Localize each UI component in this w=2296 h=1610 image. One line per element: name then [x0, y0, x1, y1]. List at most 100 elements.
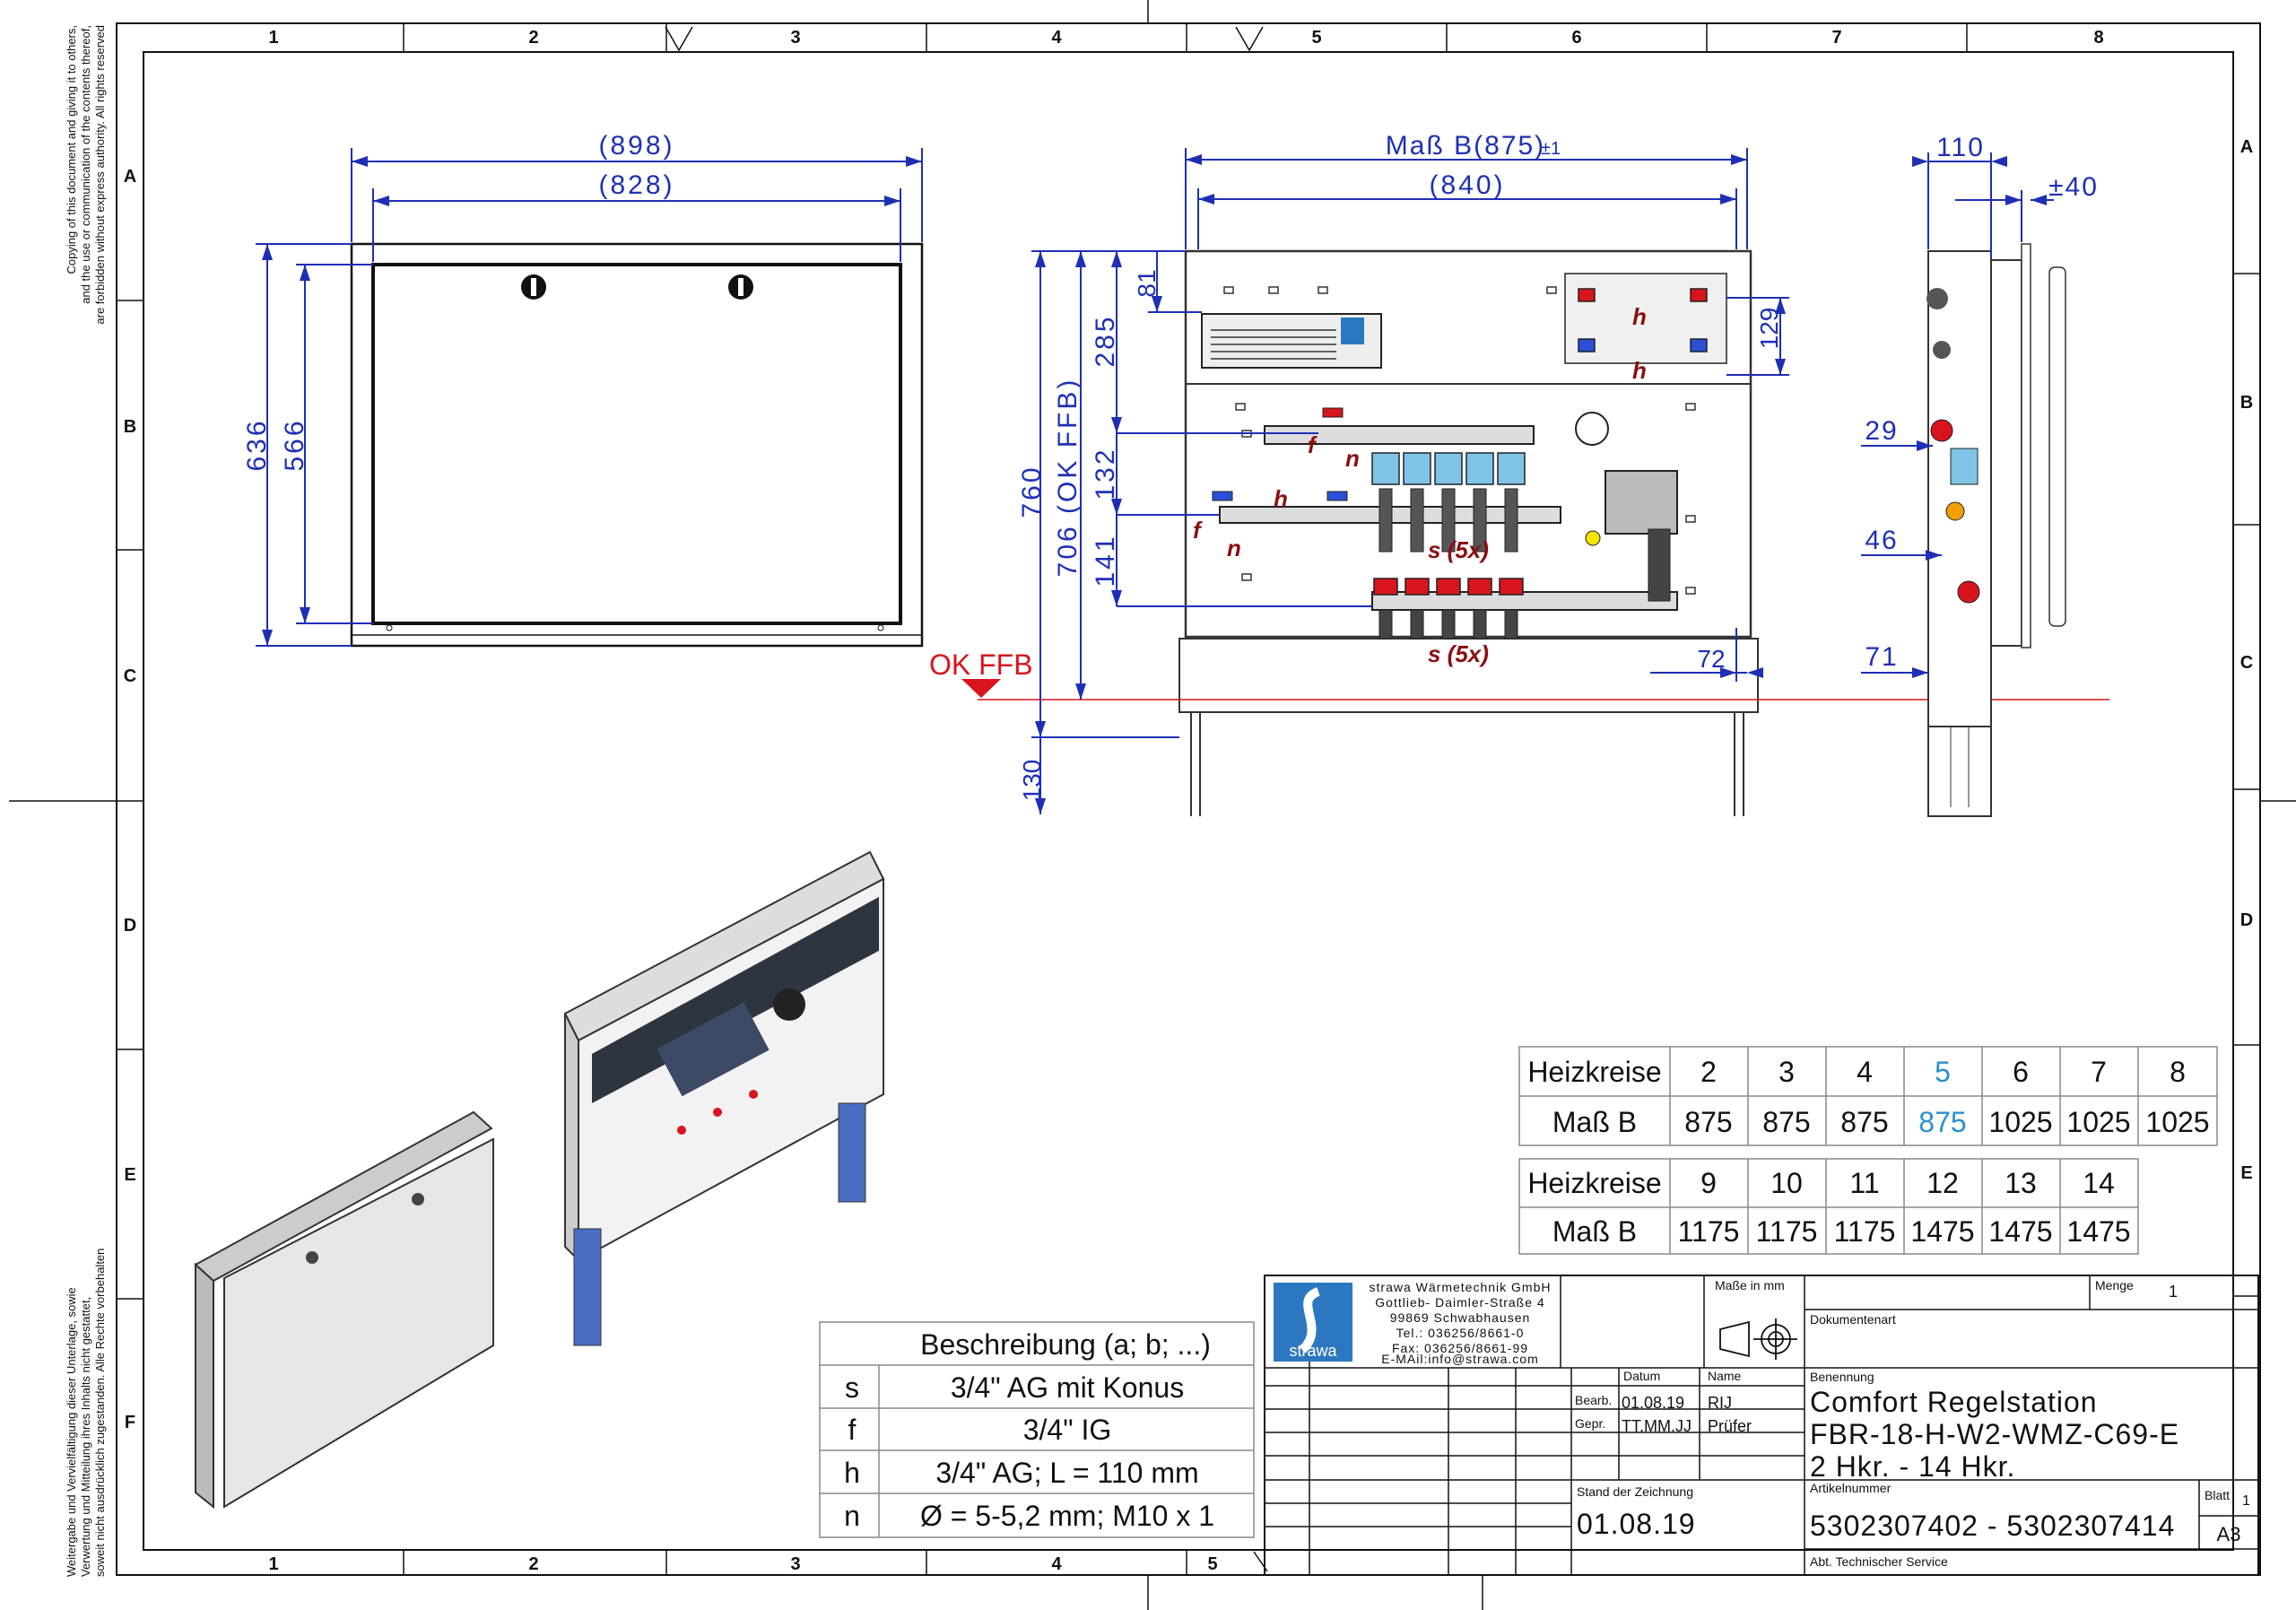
gepr-date: TT.MM.JJ: [1622, 1417, 1692, 1435]
legend-table: Beschreibung (a; b; ...) s 3/4" AG mit K…: [819, 1321, 1255, 1538]
front-view-dimensions: (898) (828) 636 566: [242, 131, 923, 647]
table2-circuit-values: 9 10 11 12 13 14: [1700, 1167, 2115, 1199]
table1-width: 875: [1840, 1106, 1888, 1138]
label-n: n: [1345, 445, 1360, 472]
format-value: A3: [2217, 1523, 2241, 1545]
circulation-pump: [1605, 470, 1678, 535]
table2-circuit: 12: [1926, 1167, 1959, 1199]
table2-massb-label: Maß B: [1552, 1215, 1637, 1248]
front-view-cover: [350, 242, 924, 648]
table2-width-values: 1175 1175 1175 1475 1475 1475: [1678, 1215, 2131, 1248]
grid-column-labels-bottom: 1 2 3 4 5: [268, 1554, 1217, 1574]
trim-marks: [9, 0, 2296, 1610]
dim-tolerance: ±1: [1541, 139, 1561, 159]
datum-label: Datum: [1623, 1369, 1660, 1383]
table2-circuit: 13: [2005, 1167, 2037, 1199]
dim-46: 46: [1865, 526, 1898, 555]
label-s5x-top: s (5x): [1428, 536, 1489, 563]
label-s5x-bottom: s (5x): [1428, 640, 1489, 667]
dim-110: 110: [1936, 133, 1985, 162]
company-line: 99869 Schwabhausen: [1390, 1310, 1531, 1325]
label-h: h: [1632, 303, 1647, 330]
lock-icon: [521, 274, 546, 300]
copyright-notice-en: Copying of this document and giving it t…: [65, 25, 107, 325]
table2-width: 1475: [1910, 1215, 1974, 1248]
grid-row-b-right: B: [2240, 393, 2253, 413]
legend-desc: 3/4" AG; L = 110 mm: [935, 1457, 1198, 1489]
copyright-line-3: are forbidden without express authority.…: [93, 25, 107, 325]
company-line: Fax: 036256/8661-99: [1392, 1341, 1528, 1355]
copyright-de-line-3: soweit nicht ausdrücklich zugestanden. A…: [93, 1249, 107, 1577]
table2-width: 1175: [1756, 1215, 1818, 1248]
legend-key: f: [848, 1414, 857, 1446]
table2-circuit: 14: [2083, 1167, 2115, 1199]
dim-mass-b: Maß B(875): [1386, 131, 1545, 161]
label-h: h: [1632, 357, 1647, 384]
dim-636: 636: [242, 418, 272, 471]
legend-key: n: [844, 1500, 860, 1532]
table1-width-values: 875 875 875 875 1025 1025 1025: [1684, 1106, 2209, 1138]
dim-828: (828): [598, 170, 674, 200]
label-h: h: [1274, 485, 1288, 512]
isometric-station-view: [563, 850, 885, 1346]
table2-width: 1475: [1988, 1215, 2052, 1248]
menge-label: Menge: [2095, 1278, 2134, 1292]
meter-heads: [1371, 452, 1526, 485]
table2-width: 1175: [1678, 1215, 1740, 1248]
table1-width: 1025: [2145, 1106, 2209, 1138]
isometric-cover-view: [194, 1110, 494, 1510]
title-block: strawa strawa Wärmetechnik GmbH Gottlieb…: [1264, 1275, 2259, 1576]
grid-row-d: D: [124, 916, 136, 936]
table1-width: 1025: [2066, 1106, 2130, 1138]
name-label: Name: [1708, 1369, 1742, 1383]
grid-row-a-right: A: [2240, 137, 2253, 157]
grid-col-4: 4: [1051, 28, 1062, 48]
return-valves: [1373, 578, 1524, 596]
table1-massb-label: Maß B: [1552, 1106, 1637, 1138]
stand-value: 01.08.19: [1577, 1508, 1696, 1540]
label-f: f: [1193, 517, 1203, 544]
copyright-de-line-2: Verwertung und Mitteilung ihres Inhalts …: [79, 1297, 92, 1577]
side-view-dimensions: 110 ±40 29 46 71: [1861, 133, 2099, 678]
floor-level-line: OK FFB: [929, 648, 2109, 701]
grid-column-labels-top: 1 2 3 4 5 6 7 8: [268, 28, 2103, 48]
grid-row-f: F: [125, 1413, 135, 1432]
label-n: n: [1227, 535, 1241, 561]
grid-ticks: [117, 23, 2260, 1575]
grid-col-7: 7: [1831, 28, 1841, 48]
title-line-2: FBR-18-H-W2-WMZ-C69-E: [1810, 1418, 2179, 1450]
station-housing: h h f n h f n s (5x) s (5x): [1178, 249, 1759, 816]
table2-circuit: 10: [1770, 1167, 1803, 1199]
artikel-label: Artikelnummer: [1810, 1481, 1892, 1495]
grid-col-6: 6: [1571, 28, 1581, 48]
gepr-label: Gepr.: [1575, 1416, 1605, 1431]
dim-760: 760: [1017, 465, 1047, 518]
grid-row-labels-right: A B C D E: [2240, 137, 2253, 1183]
table2-circuit: 11: [1849, 1167, 1879, 1199]
legend-desc: 3/4" IG: [1023, 1414, 1112, 1446]
department-label: Abt. Technischer Service: [1810, 1554, 1948, 1569]
dim-pm40: ±40: [2048, 172, 2099, 202]
dim-72: 72: [1697, 645, 1725, 673]
table2-width: 1175: [1834, 1215, 1896, 1248]
legend-header: Beschreibung (a; b; ...): [920, 1328, 1211, 1361]
grid-col-5: 5: [1311, 28, 1321, 48]
table1-circuit: 8: [2170, 1056, 2186, 1088]
dim-840: (840): [1429, 170, 1505, 200]
logo-text: strawa: [1289, 1342, 1337, 1360]
dim-71: 71: [1865, 642, 1898, 672]
grid-col-3: 3: [790, 28, 800, 48]
legend-desc: Ø = 5-5,2 mm; M10 x 1: [920, 1500, 1214, 1532]
artikel-value: 5302307402 - 5302307414: [1810, 1510, 2175, 1542]
strawa-logo: strawa: [1274, 1283, 1352, 1362]
copyright-line-2: and the use or communication of the cont…: [79, 25, 92, 304]
units-label: Maße in mm: [1715, 1278, 1785, 1292]
table1-circuit: 3: [1779, 1056, 1795, 1088]
grid-row-c-right: C: [2240, 653, 2253, 673]
dim-130: 130: [1018, 760, 1046, 802]
company-line: Tel.: 036256/8661-0: [1396, 1326, 1525, 1340]
legend-key: h: [844, 1457, 860, 1489]
component-labels: h h f n h f n s (5x) s (5x): [1193, 303, 1647, 667]
legend-desc: 3/4" AG mit Konus: [951, 1371, 1184, 1404]
table1-circuit-values: 2 3 4 5 6 7 8: [1700, 1056, 2186, 1088]
